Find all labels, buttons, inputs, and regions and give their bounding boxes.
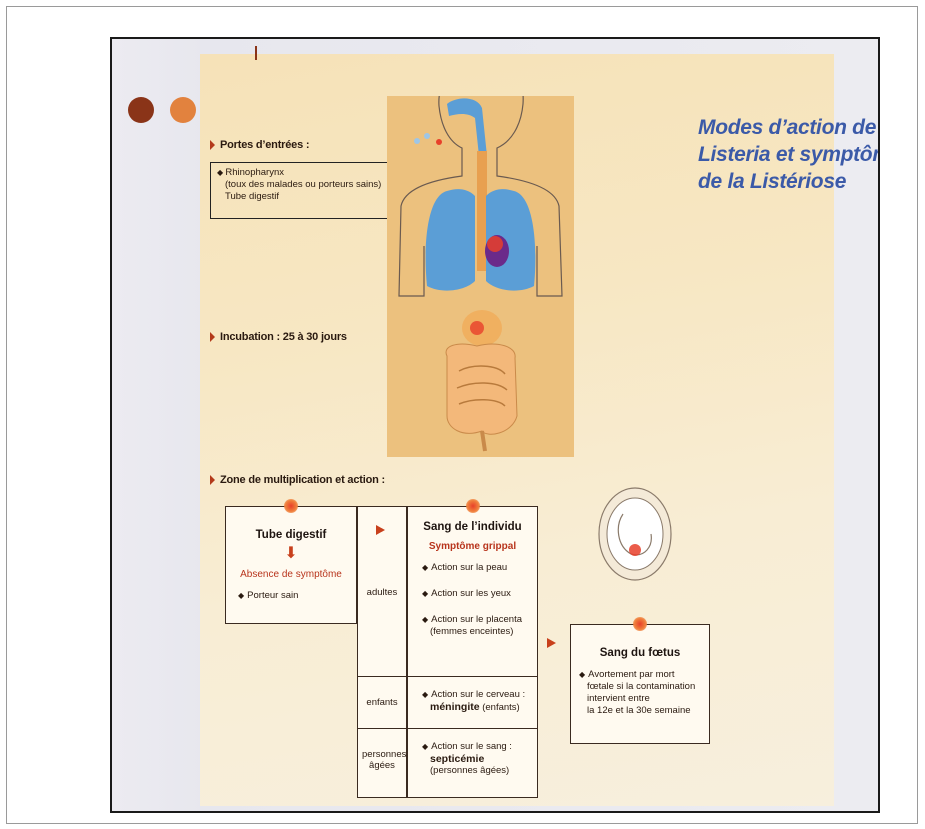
tube-digestif-symptom: Absence de symptôme — [226, 569, 356, 580]
slide: Modes d’action de la Listeria et symptôm… — [110, 37, 880, 813]
decor-dot-dark — [128, 97, 154, 123]
age-label-enfants: enfants — [358, 697, 406, 708]
age-cell-enfants: enfants — [357, 676, 407, 730]
age-label-adultes: adultes — [358, 587, 406, 598]
fetus-icon — [595, 484, 675, 584]
sang-ages-box: ◆Action sur le sang : septicémie (person… — [407, 728, 538, 798]
arrow-right-icon — [376, 525, 385, 535]
infection-marker-icon — [284, 499, 298, 513]
arrow-down-icon: ⬇ — [226, 545, 356, 563]
sang-item-yeux: ◆Action sur les yeux — [408, 588, 537, 600]
infection-marker-icon — [633, 617, 647, 631]
sang-ages-item: ◆Action sur le sang : — [408, 741, 537, 753]
foetus-line-3: intervient entre — [571, 693, 709, 705]
portes-heading: Portes d’entrées : — [210, 139, 309, 151]
sang-item-peau: ◆Action sur la peau — [408, 562, 537, 574]
decor-tick — [255, 46, 257, 60]
portes-line-3: Tube digestif — [217, 191, 385, 203]
infection-marker-icon — [466, 499, 480, 513]
sang-enfants-item: ◆Action sur le cerveau : — [408, 689, 537, 701]
sang-foetus-title: Sang du fœtus — [571, 647, 709, 659]
incubation-heading: Incubation : 25 à 30 jours — [210, 331, 347, 343]
sang-item-placenta: ◆Action sur le placenta — [408, 614, 537, 626]
decor-dot-light — [170, 97, 196, 123]
sang-ages-bold: septicémie — [408, 753, 537, 765]
arrow-right-icon — [547, 638, 556, 648]
age-label-personnes: personnes âgées — [362, 749, 402, 771]
sang-ages-note: (personnes âgées) — [408, 765, 537, 777]
foetus-line-4: la 12e et la 30e semaine — [571, 705, 709, 717]
tube-digestif-box: Tube digestif ⬇ Absence de symptôme ◆Por… — [225, 506, 357, 624]
portes-line-1: ◆ Rhinopharynx — [217, 167, 385, 179]
sang-individu-box: Sang de l’individu Symptôme grippal ◆Act… — [407, 506, 538, 678]
sang-enfants-detail: méningite (enfants) — [408, 701, 537, 714]
foetus-line-1: ◆Avortement par mort — [571, 669, 709, 681]
sang-individu-title: Sang de l’individu — [408, 521, 537, 533]
tube-digestif-title: Tube digestif — [226, 529, 356, 541]
sang-foetus-box: Sang du fœtus ◆Avortement par mort fœtal… — [570, 624, 710, 744]
fetus-illustration — [595, 484, 675, 584]
bullet-marker-icon — [210, 475, 215, 485]
age-cell-adultes: adultes — [357, 506, 407, 678]
zone-heading: Zone de multiplication et action : — [210, 474, 385, 486]
sang-item-placenta-note: (femmes enceintes) — [408, 626, 537, 638]
portes-box: ◆ Rhinopharynx (toux des malades ou port… — [210, 162, 392, 219]
human-body-icon — [387, 96, 574, 457]
sang-enfants-box: ◆Action sur le cerveau : méningite (enfa… — [407, 676, 538, 730]
sang-individu-symptom: Symptôme grippal — [408, 541, 537, 552]
illustration-panel: Modes d’action de la Listeria et symptôm… — [200, 54, 834, 806]
page-frame: Modes d’action de la Listeria et symptôm… — [6, 6, 918, 824]
age-cell-personnes: personnes âgées — [357, 728, 407, 798]
slide-title: Modes d’action de la Listeria et symptôm… — [698, 114, 880, 195]
tube-digestif-item: ◆Porteur sain — [226, 590, 356, 602]
anatomy-illustration — [387, 96, 574, 457]
foetus-line-2: fœtale si la contamination — [571, 681, 709, 693]
portes-line-2: (toux des malades ou porteurs sains) — [217, 179, 385, 191]
bullet-marker-icon — [210, 332, 215, 342]
bullet-marker-icon — [210, 140, 215, 150]
